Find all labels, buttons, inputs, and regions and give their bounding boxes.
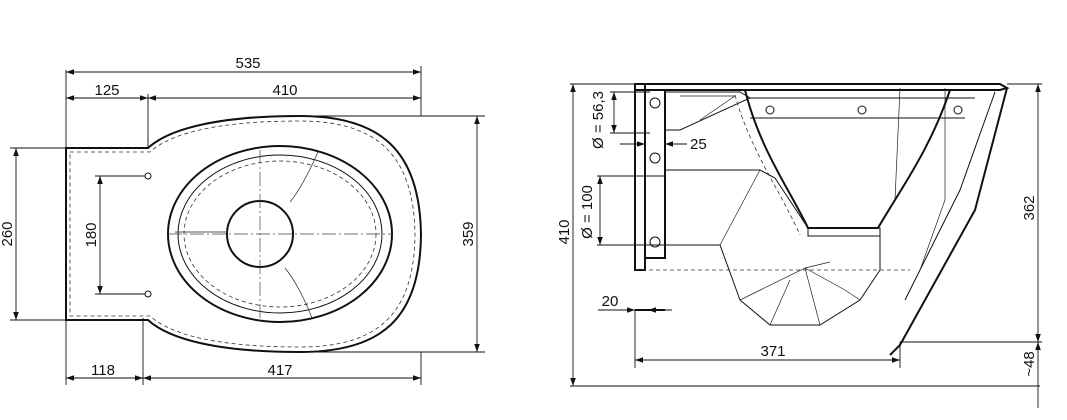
rim-hole: [857, 105, 867, 115]
bowl-curve-bottom: [284, 267, 313, 319]
dim-bolt-spacing: 180: [83, 222, 100, 247]
inlet-pipe: [665, 91, 752, 131]
rim-top: [635, 83, 1010, 91]
rim-hole: [953, 105, 963, 115]
dim-floor-offset: ~48: [1021, 351, 1038, 376]
bracket-bolt: [649, 97, 661, 109]
dim-mount-width: 260: [0, 221, 16, 246]
outlet-pipe-lower: [665, 228, 881, 326]
dim-overall-width: 359: [460, 221, 477, 246]
dim-offset-20: 20: [602, 293, 619, 310]
dim-overall-height: 410: [556, 219, 573, 244]
outlet-pipe: [665, 169, 809, 229]
dim-pipe-diameter-outlet: Ø = 100: [579, 185, 596, 239]
top-view: 535 125 410 260 180 359 118 417: [0, 55, 485, 385]
dim-offset-25: 25: [690, 136, 707, 153]
shell-inner-line: [894, 87, 901, 201]
dim-pipe-diameter-top: Ø = 56,3: [590, 91, 607, 149]
bowl-curve-dashed: [734, 94, 801, 236]
shell-inner-line: [919, 88, 946, 271]
bracket-bolt: [649, 236, 661, 248]
shell-front: [889, 87, 1008, 356]
rim-hole: [765, 105, 775, 115]
dim-seat-section: 125: [94, 82, 119, 99]
side-view: 410 Ø = 56,3 25 Ø = 100 20 371 362 ~48: [556, 83, 1042, 408]
bracket-bolt: [649, 152, 661, 164]
bowl-curve: [744, 89, 951, 229]
top-view-inner-dashed: [69, 120, 416, 348]
dim-overall-length: 535: [235, 55, 260, 72]
bowl-curve-top: [289, 151, 319, 203]
trap-curves: [739, 261, 861, 326]
top-view-outline: [65, 114, 423, 354]
mounting-plate: [634, 83, 646, 271]
dim-rim-height: 362: [1021, 195, 1038, 220]
trap-outlet: [807, 227, 881, 237]
outlet-pipe-line: [719, 169, 761, 246]
bolt-hole-bottom: [144, 290, 152, 298]
dim-base-length: 417: [267, 362, 292, 379]
bolt-hole-top: [144, 172, 152, 180]
inlet-pipe-inner: [680, 95, 737, 121]
dim-bowl-section: 410: [272, 82, 297, 99]
shell-front-inner: [904, 91, 996, 301]
dim-base-section: 118: [91, 362, 115, 379]
dim-depth: 371: [760, 343, 785, 360]
bracket: [644, 89, 666, 259]
